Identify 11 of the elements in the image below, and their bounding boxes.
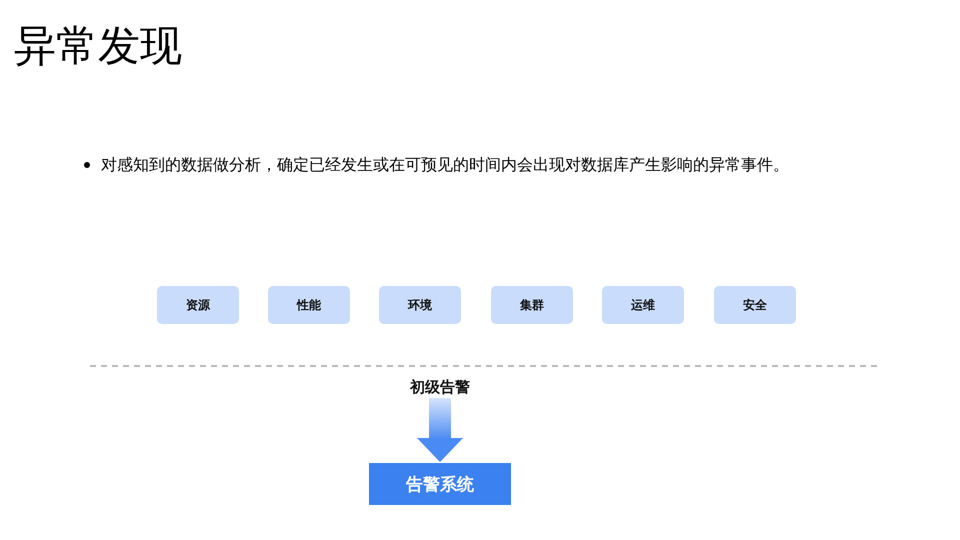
category-tag: 安全 [714, 286, 796, 324]
edge-label: 初级告警 [408, 378, 472, 397]
bullet-text: 对感知到的数据做分析，确定已经发生或在可预见的时间内会出现对数据库产生影响的异常事件。 [101, 154, 790, 175]
category-tag: 运维 [602, 286, 684, 324]
page-title: 异常发现 [14, 20, 182, 72]
system-box: 告警系统 [369, 463, 511, 505]
category-tag: 资源 [157, 286, 239, 324]
category-tag: 环境 [379, 286, 461, 324]
category-tag: 性能 [268, 286, 350, 324]
category-tag: 集群 [491, 286, 573, 324]
block-arrow [417, 398, 463, 462]
